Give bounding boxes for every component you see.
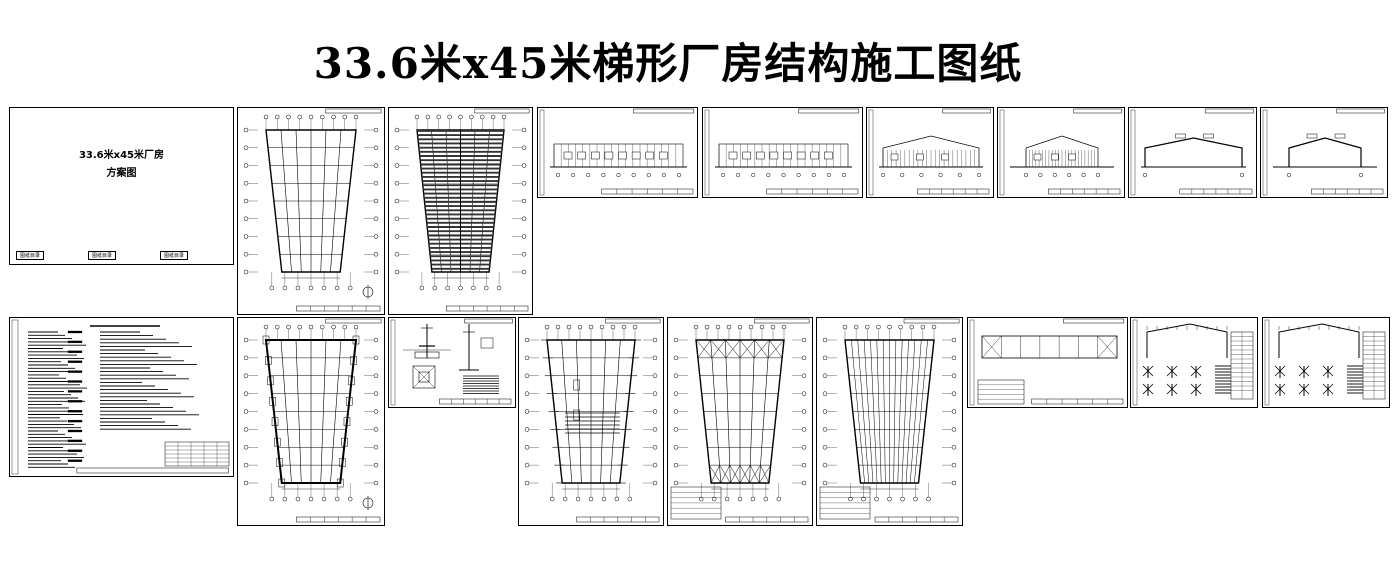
drawing-sheet-elevation[interactable] xyxy=(702,107,863,198)
drawing-linework xyxy=(539,108,695,196)
drawing-linework xyxy=(999,108,1122,196)
drawing-sheet-section[interactable] xyxy=(1128,107,1257,198)
drawing-linework xyxy=(11,319,230,475)
drawing-sheet-column-plan[interactable] xyxy=(237,317,385,526)
drawing-sheet-wall-bracing[interactable] xyxy=(967,317,1128,408)
drawing-linework xyxy=(243,318,382,523)
drawing-linework xyxy=(868,108,991,196)
drawing-linework xyxy=(969,318,1125,406)
drawing-linework xyxy=(243,108,382,312)
drawing-sheet-section[interactable] xyxy=(1260,107,1388,198)
drawing-sheet-frame-detail[interactable] xyxy=(1130,317,1258,408)
drawing-sheet-gable-elevation[interactable] xyxy=(866,107,994,198)
drawing-sheet-elevation[interactable] xyxy=(537,107,698,198)
drawing-sheet-foundation-plan[interactable] xyxy=(518,317,664,526)
cover-footer-label: 图纸目录 xyxy=(88,251,117,260)
cover-sheet[interactable]: 33.6米x45米厂房 方案图 图纸目录 图纸目录 图纸目录 xyxy=(9,107,234,265)
drawing-sheet-roof-plan[interactable] xyxy=(388,107,533,315)
cover-title: 33.6米x45米厂房 xyxy=(78,150,165,161)
cover-footer-label: 图纸目录 xyxy=(16,251,45,260)
drawing-linework xyxy=(394,108,530,312)
drawing-linework xyxy=(1130,108,1254,196)
drawing-sheet-notes[interactable] xyxy=(9,317,234,477)
drawing-sheet-gable-elevation[interactable] xyxy=(997,107,1125,198)
cover-footer-label: 图纸目录 xyxy=(160,251,189,260)
drawing-sheet-details[interactable] xyxy=(388,317,516,408)
drawing-linework xyxy=(390,318,513,406)
drawing-sheet-frame-detail[interactable] xyxy=(1262,317,1390,408)
drawing-sheet-bracing-plan[interactable] xyxy=(667,317,813,526)
drawing-linework xyxy=(1262,108,1385,196)
page-title: 33.6米x45米梯形厂房结构施工图纸 xyxy=(313,39,1023,88)
drawing-linework xyxy=(1132,319,1254,406)
drawing-linework xyxy=(524,318,661,523)
drawing-sheet-plan-grid[interactable] xyxy=(237,107,385,315)
drawing-linework xyxy=(819,318,960,523)
cover-subtitle: 方案图 xyxy=(106,168,137,179)
drawing-sheet-purlin-plan[interactable] xyxy=(816,317,963,526)
drawing-linework xyxy=(704,108,860,196)
drawing-linework xyxy=(1264,319,1386,406)
drawing-linework xyxy=(670,318,810,523)
